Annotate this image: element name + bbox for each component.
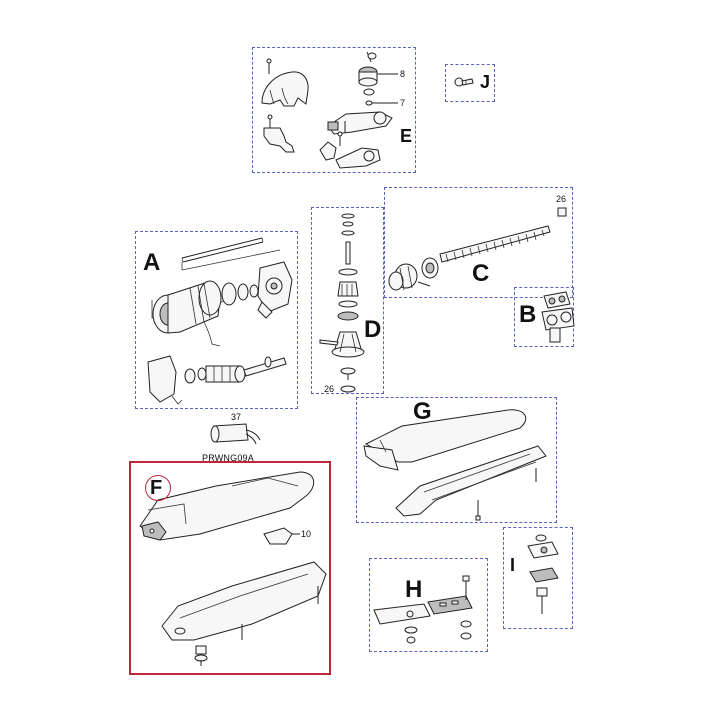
- group-d-box[interactable]: [311, 207, 384, 394]
- group-label-e: E: [400, 126, 413, 146]
- group-c-parts: [388, 207, 567, 291]
- group-g-parts: [363, 409, 547, 521]
- group-a-parts: [147, 237, 293, 405]
- group-label-j: J: [480, 72, 491, 92]
- part-number-10: 10: [301, 529, 312, 539]
- capacitor-37-part: [210, 423, 261, 445]
- group-label-i: I: [510, 555, 516, 575]
- group-i-box[interactable]: [503, 527, 573, 629]
- part-number-26-c: 26: [556, 194, 567, 204]
- group-label-a: A: [143, 249, 161, 276]
- part-number-37: 37: [231, 412, 242, 422]
- part-number-8: 8: [400, 69, 406, 79]
- group-e-parts: [261, 51, 398, 169]
- group-h-parts: [373, 575, 473, 644]
- group-j-parts: [454, 77, 474, 87]
- group-f-box-selected[interactable]: [129, 461, 331, 675]
- group-f-highlight-ring: [145, 475, 171, 501]
- group-label-d: D: [364, 316, 382, 343]
- part-number-26-d: 26: [324, 384, 335, 394]
- group-b-parts: [541, 291, 575, 343]
- group-a-box[interactable]: [135, 231, 298, 409]
- group-label-b: B: [519, 301, 537, 328]
- group-label-c: C: [472, 260, 490, 287]
- group-e-box[interactable]: [252, 47, 416, 173]
- group-g-box[interactable]: [356, 397, 557, 523]
- group-j-box[interactable]: [445, 64, 495, 102]
- group-d-parts: [319, 213, 365, 393]
- group-label-h: H: [405, 576, 423, 603]
- group-c-box[interactable]: [384, 187, 573, 298]
- capacitor-code-label: PRWNG09A: [202, 453, 254, 463]
- part-number-7: 7: [400, 98, 406, 108]
- group-i-parts: [527, 534, 559, 614]
- group-h-box[interactable]: [369, 558, 488, 652]
- group-label-g: G: [413, 398, 432, 425]
- group-f-parts: [139, 471, 327, 666]
